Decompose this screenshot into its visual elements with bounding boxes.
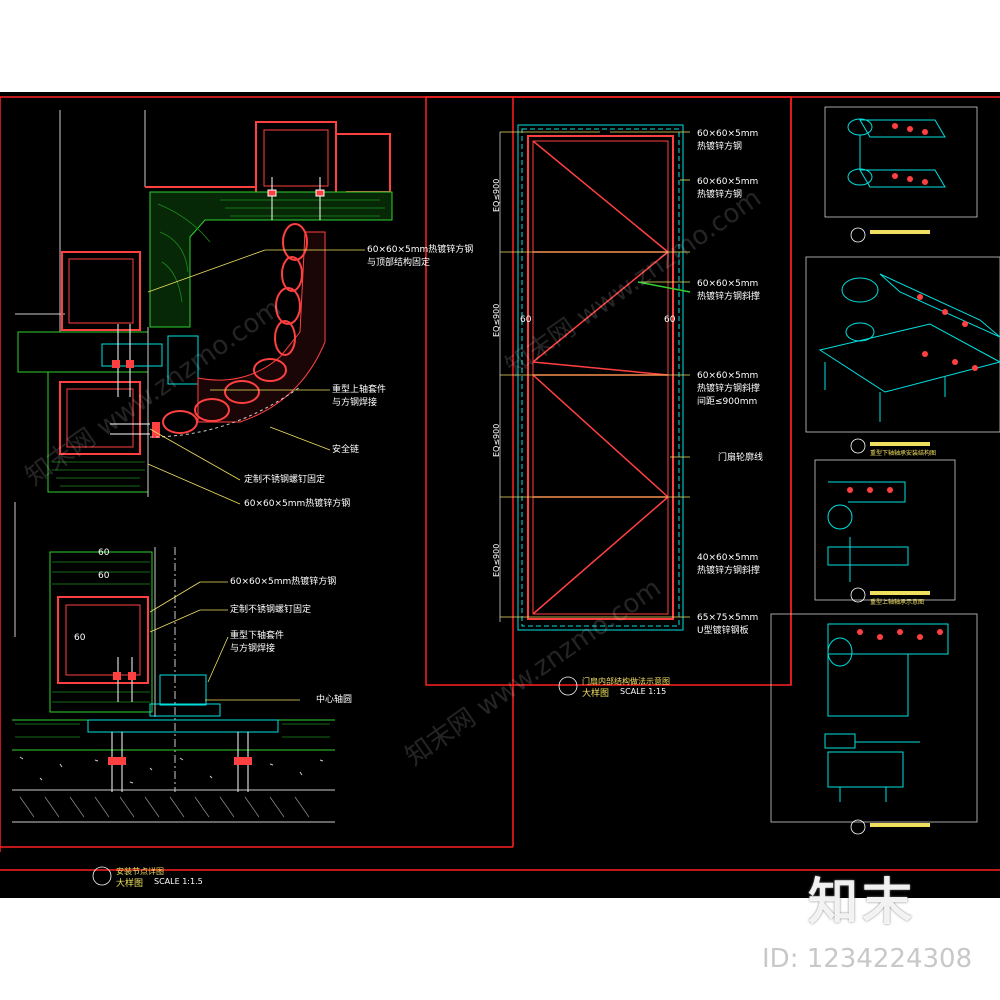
left-scale: SCALE 1:1.5 [154, 877, 203, 886]
left-dim-1: 60 [98, 571, 110, 581]
center-label-3: 60×60×5mm 热镀锌方钢斜撑 间距≤900mm [697, 371, 761, 407]
sheet-frames [0, 96, 1000, 871]
left-label-2: 安全链 [332, 445, 360, 455]
left-label-1: 重型上轴套件 与方钢焊接 [332, 385, 387, 408]
left-label-7: 重型下轴套件 与方钢焊接 [230, 631, 285, 654]
right-panels [770, 106, 1000, 823]
watermark-id: ID: 1234224308 [762, 944, 973, 974]
center-label-0: 60×60×5mm 热镀锌方钢 [697, 129, 759, 152]
center-title: 门扇内部结构做法示意图 [582, 677, 670, 686]
center-label-6: 65×75×5mm U型镀锌钢板 [697, 613, 759, 636]
safety-chain [162, 223, 308, 434]
center-label-5: 40×60×5mm 热镀锌方钢斜撑 [697, 553, 761, 576]
center-dim-0: 60 [520, 315, 532, 325]
center-subtitle: 大样图 [582, 689, 610, 699]
right-title-1: 重型下轴轴承安装结构图 [870, 450, 937, 457]
left-label-0: 60×60×5mm热镀锌方钢 与顶部结构固定 [367, 245, 474, 268]
cad-drawing-canvas: 知末网 www.znzmo.com 知末网 www.znzmo.com 知末网 … [0, 92, 1000, 898]
center-scale: SCALE 1:15 [620, 687, 667, 696]
door-frame [499, 124, 691, 631]
center-label-4: 门扇轮廓线 [718, 453, 764, 463]
left-dim-0: 60 [98, 548, 110, 558]
left-label-6: 定制不锈钢螺钉固定 [230, 605, 312, 615]
left-detail-lower [12, 551, 335, 823]
title-bars [870, 230, 930, 827]
center-label-2: 60×60×5mm 热镀锌方钢斜撑 [697, 279, 761, 302]
center-label-1: 60×60×5mm 热镀锌方钢 [697, 177, 759, 200]
eq-label-3: EQ≤900 [492, 543, 501, 577]
left-label-8: 中心轴圆 [316, 695, 353, 705]
right-hardware [818, 118, 1000, 802]
eq-label-1: EQ≤900 [492, 303, 501, 337]
left-leaders [147, 249, 365, 701]
eq-label-0: EQ≤900 [492, 178, 501, 212]
cad-drawing [0, 96, 1000, 886]
right-bolt-holes [847, 123, 978, 640]
left-subtitle: 大样图 [116, 879, 144, 889]
left-detail-upper [14, 110, 393, 792]
right-title-2: 重型上轴轴承示意图 [870, 599, 925, 606]
left-label-3: 定制不锈钢螺钉固定 [244, 475, 326, 485]
eq-label-2: EQ≤900 [492, 423, 501, 457]
left-dim-2: 60 [74, 633, 86, 643]
left-title: 安装节点详图 [116, 867, 164, 876]
title-markers [92, 227, 866, 886]
center-dim-1: 60 [664, 315, 676, 325]
left-label-5: 60×60×5mm热镀锌方钢 [230, 577, 337, 587]
left-label-4: 60×60×5mm热镀锌方钢 [244, 499, 351, 509]
watermark-logo: 知末 [808, 873, 916, 931]
